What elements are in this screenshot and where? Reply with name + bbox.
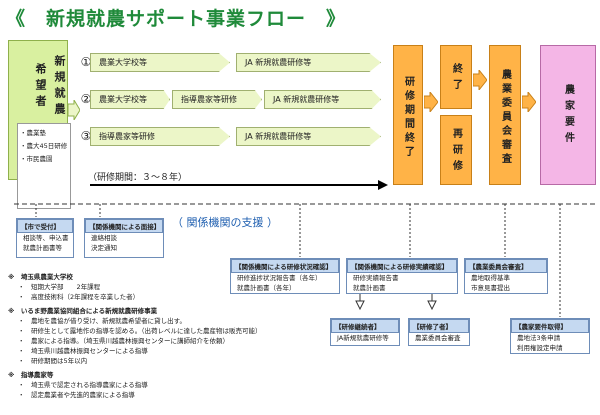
retrain-label: 再研修 (450, 128, 462, 176)
end-label: 終了 (450, 63, 462, 95)
applicant-types: ・農業塾 ・農大45日研修 ・市民農園 (17, 123, 71, 209)
footnote-heading: ※ いるま野農業協同組合による新規就農研修事業 (8, 307, 158, 315)
end-box: 終了 (440, 45, 472, 109)
footnote-line: ・ 埼玉県で認定される指導農家による指導 (18, 381, 148, 389)
training-period: （研修期間：３～８年） (88, 173, 188, 183)
footnote-line: ・ 農地を農協が借り受け、新規就農希望者に貸し出す。 (18, 317, 187, 325)
note-head: 【農家要件取得】 (511, 319, 589, 333)
path-number: ② (80, 92, 92, 106)
footnote-line: ・ 研修生として露地作の指導を認める。（出荷レベルに達した農産物は販売可能） (18, 327, 262, 335)
note-line: JA新規就農研修等 (337, 334, 389, 342)
arrow-to-farmer (522, 92, 536, 112)
farmer-req-box: 農家要件 (540, 45, 596, 185)
support-title: （ 関係機関の支援 ） (172, 216, 278, 229)
note-head: 【研修了者】 (409, 319, 469, 333)
training-end-label: 研修期間終了 (402, 76, 414, 160)
path2-step2: 指導農家等研修 (172, 90, 262, 109)
footnote-line: ・ 短期大学部 2年課程 (18, 283, 101, 291)
note-farmer-acq: 【農家要件取得】 農地法3条申請 利用権設定申請 (510, 318, 590, 354)
committee-label: 農業委員会審査 (499, 69, 511, 167)
note-head: 【市で受付】 (17, 219, 73, 233)
footnotes: ※ 埼玉県農業大学校・ 短期大学部 2年課程・ 高度技術科（2年課程を卒業した者… (8, 272, 328, 400)
note-line: 研修実績報告書 (353, 274, 399, 282)
note-committee: 【農業委員会審査】 農地取得基準 市意見書提出 (464, 258, 548, 294)
arrow-to-committee (473, 70, 487, 90)
note-head: 【関係機関による研修実績確認】 (347, 259, 457, 273)
note-line: 農地取得基準 (471, 274, 510, 282)
arrow-to-end (424, 92, 438, 112)
page-title: 《 新規就農サポート事業フロー 》 (6, 8, 347, 30)
note-line: 連絡相談 (91, 234, 117, 242)
note-line: 市意見書提出 (471, 284, 510, 292)
farmer-req-label: 農家要件 (562, 84, 574, 148)
note-continuing: 【研修継続者】 JA新規就農研修等 (330, 318, 400, 346)
note-line: 利用権設定申請 (517, 344, 563, 352)
period-arrow (90, 180, 388, 190)
path2-step3: JA 新規就農研修等 (264, 90, 381, 109)
retrain-box: 再研修 (440, 115, 472, 185)
footnote-line: ・ 認定農業者や先進的農家による指導 (18, 391, 135, 399)
applicant-type: ・農大45日研修 (20, 142, 68, 150)
path1-step1: 農業大学校等 (90, 53, 230, 72)
note-progress-check: 【関係機関による研修状況確認】 研修進捗状況報告書（各年） 就農計画書（各年） (230, 258, 340, 294)
note-line: 研修進捗状況報告書（各年） (237, 274, 322, 282)
note-line: 就農計画書（各年） (237, 284, 296, 292)
path-number: ③ (80, 129, 92, 143)
applicant-box: 新規就農希望者 ・農業塾 ・農大45日研修 ・市民農園 (8, 40, 71, 209)
path3-step2: JA 新規就農研修等 (236, 127, 381, 146)
note-line: 農業委員会審査 (415, 334, 461, 342)
committee-box: 農業委員会審査 (489, 45, 521, 185)
note-head: 【関係機関による面接】 (85, 219, 163, 233)
note-result-check: 【関係機関による研修実績確認】 研修実績報告書 就農計画書 (346, 258, 458, 294)
training-end-box: 研修期間終了 (393, 45, 423, 185)
support-connectors (14, 203, 596, 317)
path-number: ① (80, 55, 92, 69)
applicant-type: ・市民農園 (20, 155, 53, 163)
path2-step1: 農業大学校等 (90, 90, 170, 109)
note-interview: 【関係機関による面接】 連絡相談 決定通知 (84, 218, 164, 258)
path1-step2: JA 新規就農研修等 (236, 53, 381, 72)
note-line: 相談等、申込書 (23, 234, 69, 242)
footnote-heading: ※ 埼玉県農業大学校 (8, 273, 73, 281)
footnote-line: ・ 研修期間は5年以内 (18, 357, 88, 365)
applicant-arrow (68, 100, 80, 120)
note-line: 決定通知 (91, 244, 117, 252)
footnote-heading: ※ 指導農家等 (8, 371, 54, 379)
footnote-line: ・ 高度技術科（2年課程を卒業した者） (18, 293, 140, 301)
applicant-name: 新規就農希望者 (34, 55, 66, 119)
applicant-type: ・農業塾 (20, 129, 46, 137)
note-line: 就農計画書等 (23, 244, 62, 252)
footnote-line: ・ 埼玉県川越農林振興センターによる指導 (18, 347, 148, 355)
note-line: 農地法3条申請 (517, 334, 561, 342)
footnote-line: ・ 農家による指導。（埼玉県川越農林振興センターに講師紹介を依頼） (18, 337, 230, 345)
note-head: 【農業委員会審査】 (465, 259, 547, 273)
note-reception: 【市で受付】 相談等、申込書 就農計画書等 (16, 218, 74, 258)
note-completed: 【研修了者】 農業委員会審査 (408, 318, 470, 346)
note-line: 就農計画書 (353, 284, 386, 292)
note-head: 【関係機関による研修状況確認】 (231, 259, 339, 273)
note-head: 【研修継続者】 (331, 319, 399, 333)
path3-step1: 指導農家等研修 (90, 127, 230, 146)
